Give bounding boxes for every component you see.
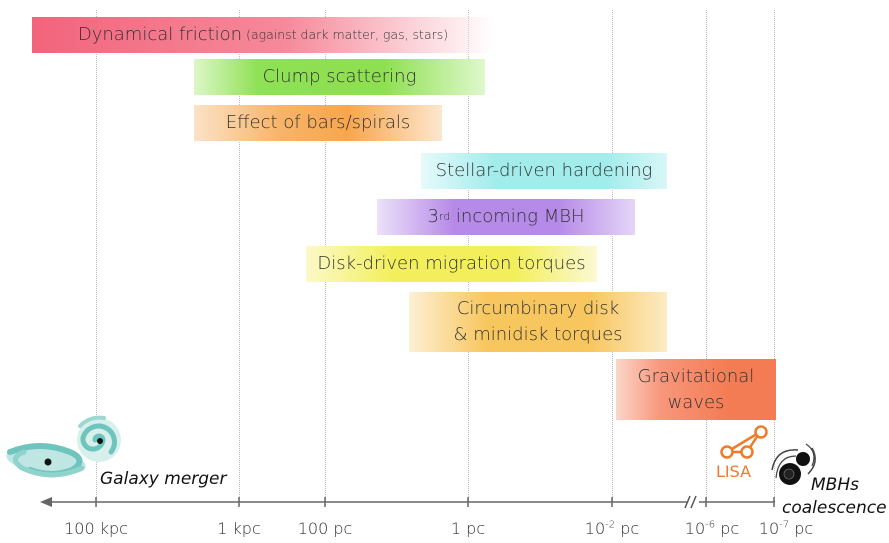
bar-stellar-hardening: Stellar-driven hardening bbox=[421, 153, 667, 189]
galaxy-merger-label: Galaxy merger bbox=[100, 469, 227, 489]
tick-label-1kpc: 1 kpc bbox=[217, 519, 261, 538]
bar-label-pre: 3 bbox=[427, 206, 439, 227]
bar-disk-migration: Disk-driven migration torques bbox=[306, 246, 597, 282]
coalescence-label-line1: MBHs bbox=[811, 475, 859, 495]
bar-label: Dynamical friction bbox=[77, 24, 243, 45]
tick-label-1pc: 1 pc bbox=[450, 519, 486, 538]
tick-base: 10 bbox=[758, 519, 780, 538]
bar-label-line2: & minidisk torques bbox=[453, 324, 623, 345]
black-hole-icon bbox=[771, 443, 816, 485]
tick-base: 10 bbox=[684, 519, 706, 538]
bar-label-line2: waves bbox=[667, 391, 725, 413]
coalescence-label-line2: coalescence bbox=[782, 498, 887, 518]
tick-label-1e-6pc: 10-6 pc bbox=[685, 519, 739, 538]
axis-break-icon bbox=[684, 495, 697, 509]
lisa-icon bbox=[720, 425, 768, 459]
bar-label-line1: Circumbinary disk bbox=[456, 298, 620, 319]
bar-bars-spirals: Effect of bars/spirals bbox=[194, 105, 442, 141]
bar-circumbinary: Circumbinary disk & minidisk torques bbox=[409, 292, 667, 352]
gridline-1e-6pc bbox=[706, 10, 707, 505]
bar-note: (against dark matter, gas, stars) bbox=[246, 27, 449, 42]
lisa-label: LISA bbox=[716, 462, 752, 481]
galaxy-right-icon bbox=[77, 415, 121, 462]
gridline-1e-2pc bbox=[612, 10, 613, 505]
bar-label: Stellar-driven hardening bbox=[435, 160, 653, 181]
bar-gravitational-waves: Gravitational waves bbox=[616, 359, 776, 420]
bar-label-post: incoming MBH bbox=[450, 206, 585, 227]
bar-label: Effect of bars/spirals bbox=[225, 112, 411, 133]
bar-label: Disk-driven migration torques bbox=[317, 253, 586, 274]
tick-exp: -7 bbox=[779, 519, 790, 531]
tick-label-1e-7pc: 10-7 pc bbox=[759, 519, 813, 538]
gridline-1kpc bbox=[239, 10, 240, 505]
axis-arrow-icon bbox=[40, 497, 52, 507]
tick-base: 10 bbox=[584, 519, 606, 538]
bar-dynamical-friction: Dynamical friction (against dark matter,… bbox=[32, 17, 494, 53]
tick-marks bbox=[95, 497, 775, 507]
bar-label: Clump scattering bbox=[262, 66, 417, 87]
bar-label-line1: Gravitational bbox=[637, 365, 755, 387]
tick-label-100pc: 100 pc bbox=[297, 519, 353, 538]
galaxy-left-icon bbox=[6, 443, 86, 478]
tick-exp: -6 bbox=[705, 519, 716, 531]
gridline-1e-7pc bbox=[774, 10, 775, 505]
tick-unit: pc bbox=[715, 519, 740, 538]
tick-label-100kpc: 100 kpc bbox=[64, 519, 128, 538]
tick-unit: pc bbox=[615, 519, 640, 538]
tick-label-1e-2pc: 10-2 pc bbox=[585, 519, 639, 538]
tick-unit: pc bbox=[789, 519, 814, 538]
tick-exp: -2 bbox=[605, 519, 616, 531]
gridline-100kpc bbox=[96, 10, 97, 505]
bar-clump-scattering: Clump scattering bbox=[194, 59, 485, 95]
